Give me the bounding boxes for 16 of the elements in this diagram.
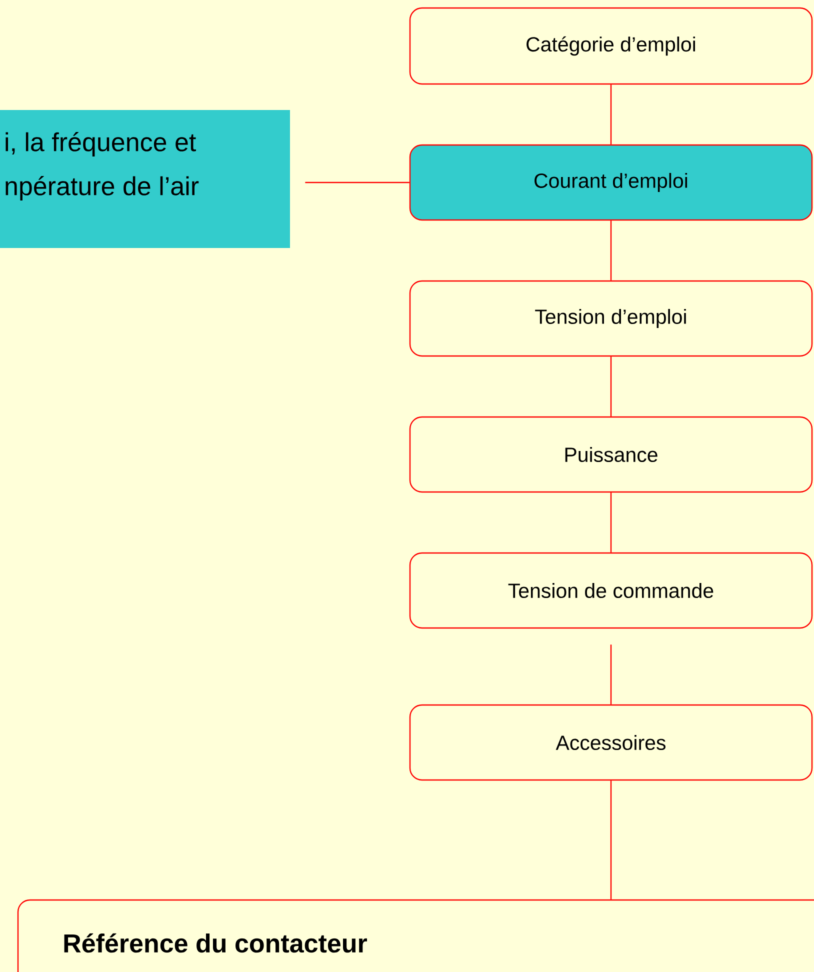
- connector-line: [610, 356, 612, 416]
- connector-line: [610, 220, 612, 280]
- step-box: Tension de commande: [409, 552, 813, 629]
- connector-line: [610, 84, 612, 144]
- step-box: Puissance: [409, 416, 813, 493]
- step-box: Tension d’emploi: [409, 280, 813, 357]
- info-box: i, la fréquence et npérature de l’air: [0, 110, 290, 248]
- connector-line: [610, 492, 612, 552]
- connector-line: [610, 644, 612, 704]
- step-box: Courant d’emploi: [409, 144, 813, 221]
- step-box: Catégorie d’emploi: [409, 7, 813, 85]
- connector-line: [610, 780, 612, 900]
- result-box: [17, 899, 814, 972]
- connector-line: [305, 182, 410, 184]
- result-title: Référence du contacteur: [64, 933, 367, 953]
- step-box: Accessoires: [409, 704, 813, 781]
